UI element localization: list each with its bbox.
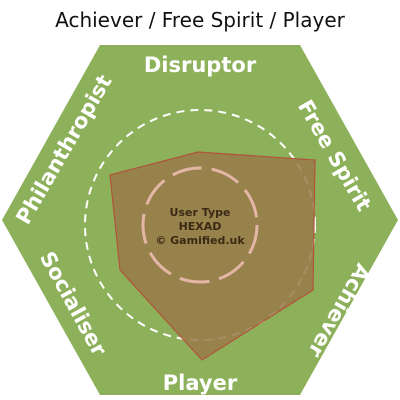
dashed-circle [84,109,316,341]
diagram-title: Achiever / Free Spirit / Player [55,8,345,32]
label-player: Player [163,371,238,395]
label-disruptor: Disruptor [144,53,257,77]
user-score-polygon [109,151,316,361]
center-label-line3: © Gamified.uk [155,234,245,247]
label-disruptor-text: Disruptor [144,53,257,77]
center-label-line1: User Type [170,206,231,219]
center-label-line2: HEXAD [179,220,222,233]
center-circle [141,166,259,284]
label-player-text: Player [163,371,238,395]
